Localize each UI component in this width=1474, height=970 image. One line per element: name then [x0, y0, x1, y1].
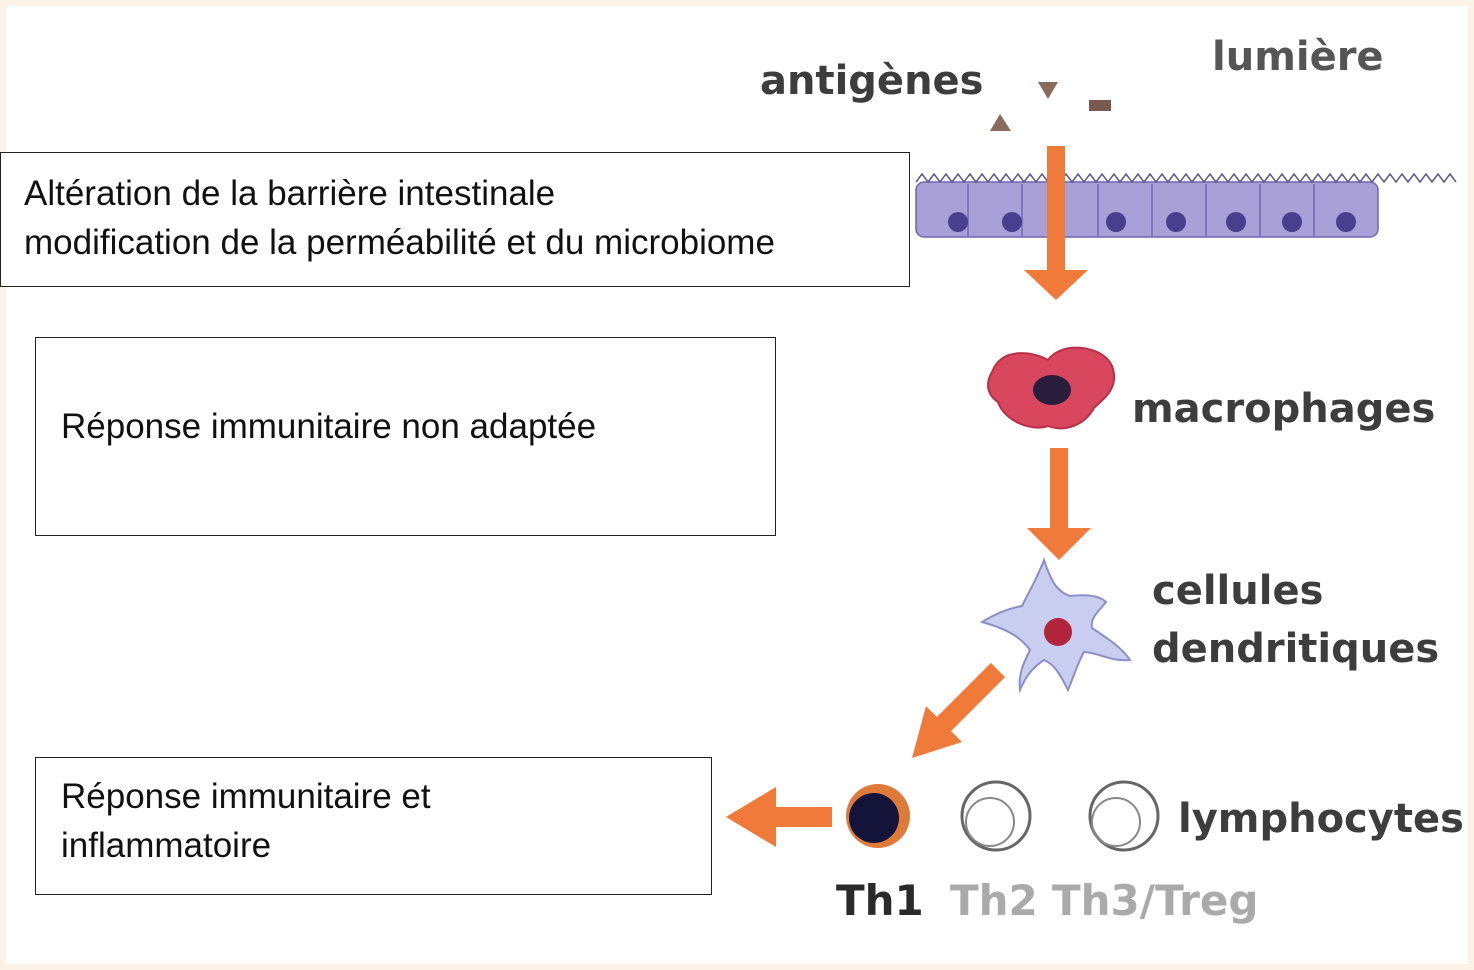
- dendritic-cell-icon: [979, 557, 1132, 694]
- antigen-triangle-down: [1038, 82, 1058, 99]
- inflammatory-response-box: Réponse immunitaire et inflammatoire: [35, 757, 712, 895]
- barrier-box-line2: modification de la perméabilité et du mi…: [24, 223, 775, 262]
- th1-label: Th1: [836, 876, 924, 925]
- dendritic-label-line2: dendritiques: [1152, 626, 1440, 672]
- macrophages-label: macrophages: [1132, 386, 1436, 432]
- epithelium-layer: [915, 172, 1457, 238]
- inflammatory-box-line2: inflammatoire: [61, 826, 272, 865]
- antigen-triangle-up: [990, 114, 1011, 131]
- inflammatory-box-line1: Réponse immunitaire et: [61, 777, 431, 816]
- arrow-dendritic-to-th1: [912, 662, 1006, 758]
- dendritic-label-line1: cellules: [1152, 568, 1324, 614]
- lumen-label: lumière: [1212, 34, 1384, 80]
- th2-label: Th2: [950, 876, 1038, 925]
- barrier-box-line1: Altération de la barrière intestinale: [24, 174, 556, 213]
- th3-treg-label: Th3/Treg: [1052, 876, 1259, 925]
- lymphocyte-th2-icon: [960, 780, 1032, 852]
- non-adapted-response-box: Réponse immunitaire non adaptée: [35, 337, 776, 536]
- non-adapted-box-line1: Réponse immunitaire non adaptée: [61, 407, 597, 446]
- lymphocytes-label: lymphocytes: [1178, 796, 1464, 842]
- arrow-antigen-to-macrophage: [1024, 146, 1088, 300]
- antigen-square: [1089, 100, 1111, 111]
- antigens-label: antigènes: [760, 58, 984, 104]
- lymphocyte-th1-icon: [846, 784, 910, 848]
- arrow-macrophage-to-dendritic: [1027, 448, 1091, 560]
- barrier-alteration-box: Altération de la barrière intestinale mo…: [0, 152, 910, 287]
- macrophage-cell-icon: [987, 346, 1115, 430]
- arrow-th1-to-response: [726, 787, 832, 847]
- lymphocyte-th3-icon: [1088, 780, 1160, 852]
